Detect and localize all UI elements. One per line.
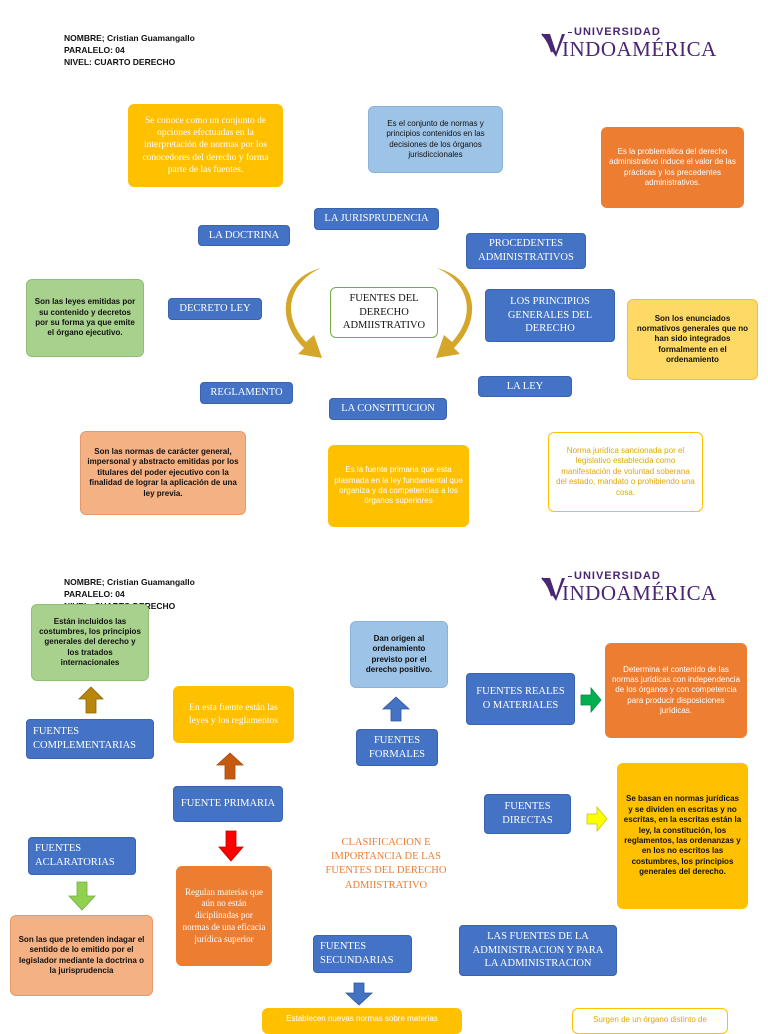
arrow-up-icon	[215, 752, 245, 780]
label-decreto-ley: DECRETO LEY	[168, 298, 262, 320]
aclaratorias-description: Son las que pretenden indagar el sentido…	[10, 915, 153, 996]
label-reglamento: REGLAMENTO	[200, 382, 293, 404]
cycle-arrows-icon	[285, 268, 473, 358]
reales-description: Determina el contenido de las normas jur…	[605, 643, 747, 738]
label-formales: FUENTES FORMALES	[356, 729, 438, 766]
label-ley: LA LEY	[478, 376, 572, 397]
logo-bottom-text-2: INDOAMÉRICA	[562, 581, 717, 605]
label-constitucion: LA CONSTITUCION	[329, 398, 447, 420]
ley-description: Norma jurídica sancionada por el legisla…	[548, 432, 703, 512]
arrow-up-icon	[381, 696, 411, 722]
university-emblem-icon	[541, 577, 565, 601]
arrow-right-icon	[586, 805, 608, 833]
arrow-down-icon	[344, 982, 374, 1006]
logo-bottom-text: INDOAMÉRICA	[562, 37, 717, 61]
label-secundarias: FUENTES SECUNDARIAS	[313, 935, 412, 973]
label-doctrina: LA DOCTRINA	[198, 225, 290, 246]
label-principios: LOS PRINCIPIOS GENERALES DEL DERECHO	[485, 289, 615, 342]
student-name-2: NOMBRE; Cristian Guamangallo	[64, 577, 195, 587]
label-procedentes: PROCEDENTES ADMINISTRATIVOS	[466, 233, 586, 269]
directas-description: Se basan en normas jurídicas y se divide…	[617, 763, 748, 909]
arrow-right-icon	[580, 686, 602, 714]
primaria-top-description: En esta fuente están las leyes y los reg…	[173, 686, 294, 743]
doctrina-description: Se conoce como un conjunto de opciones e…	[128, 104, 283, 187]
procedentes-description: Es la problemática del derecho administr…	[601, 127, 744, 208]
reglamento-description: Son las normas de carácter general, impe…	[80, 431, 246, 515]
complementarias-description: Están incluidos las costumbres, los prin…	[31, 604, 149, 681]
principios-description: Son los enunciados normativos generales …	[627, 299, 758, 380]
university-logo-2: UNIVERSIDAD INDOAMÉRICA	[540, 570, 716, 610]
student-header: NOMBRE; Cristian Guamangallo PARALELO: 0…	[64, 32, 195, 68]
constitucion-description: Es la fuente primaria que esta plasmada …	[328, 445, 469, 527]
logo-top-text-2: UNIVERSIDAD	[568, 570, 661, 582]
label-jurisprudencia: LA JURISPRUDENCIA	[314, 208, 439, 230]
university-emblem-icon	[541, 33, 565, 57]
label-complementarias: FUENTES COMPLEMENTARIAS	[26, 719, 154, 759]
decreto-description: Son las leyes emitidas por su contenido …	[26, 279, 144, 357]
arrow-down-icon	[218, 830, 244, 862]
student-name: NOMBRE; Cristian Guamangallo	[64, 33, 195, 43]
student-paralelo-2: PARALELO: 04	[64, 589, 125, 599]
arrow-down-icon	[68, 881, 96, 911]
label-aclaratorias: FUENTES ACLARATORIAS	[28, 837, 136, 875]
logo-top-text: UNIVERSIDAD	[568, 26, 661, 38]
label-administracion: LAS FUENTES DE LA ADMINISTRACION Y PARA …	[459, 925, 617, 976]
administracion-description: Surgen de un órgano distinto de	[572, 1008, 728, 1034]
label-reales: FUENTES REALES O MATERIALES	[466, 673, 575, 725]
student-level: NIVEL: CUARTO DERECHO	[64, 57, 176, 67]
label-directas: FUENTES DIRECTAS	[484, 794, 571, 834]
classification-title: CLASIFICACION E IMPORTANCIA DE LAS FUENT…	[325, 837, 447, 891]
primaria-bottom-description: Regulan materias que aún no están dicipl…	[176, 866, 272, 966]
arrow-up-icon	[78, 686, 104, 714]
label-primaria: FUENTE PRIMARIA	[173, 786, 283, 822]
formales-description: Dan origen al ordenamiento previsto por …	[350, 621, 448, 688]
university-logo: UNIVERSIDAD INDOAMÉRICA	[540, 26, 716, 66]
student-paralelo: PARALELO: 04	[64, 45, 125, 55]
central-topic: FUENTES DEL DERECHO ADMIISTRATIVO	[330, 287, 438, 338]
jurisprudencia-description: Es el conjunto de normas y principios co…	[368, 106, 503, 173]
secundarias-description: Establecen nuevas normas sobre materias	[262, 1008, 462, 1034]
